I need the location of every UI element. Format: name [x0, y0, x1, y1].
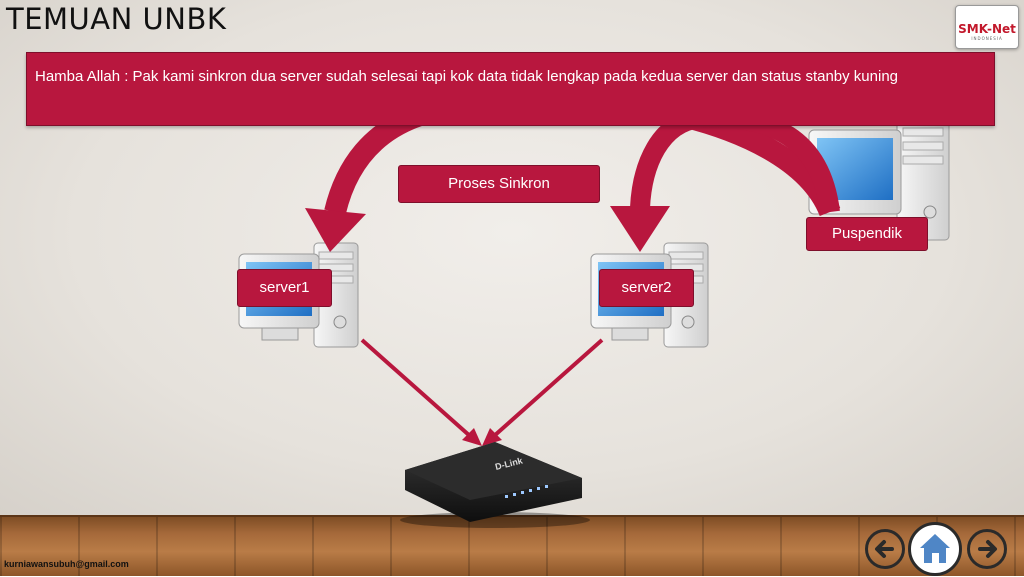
logo-sub-text: INDONESIA — [971, 36, 1003, 41]
prev-slide-button[interactable] — [865, 529, 905, 569]
floor-background — [0, 515, 1024, 576]
arrow-left-icon — [875, 540, 894, 558]
arrow-right-icon — [978, 540, 997, 558]
server2-label: server2 — [599, 269, 694, 307]
server1-label: server1 — [237, 269, 332, 307]
message-banner: Hamba Allah : Pak kami sinkron dua serve… — [26, 52, 995, 126]
server2-to-switch-arrow — [482, 338, 604, 446]
network-switch-icon: D-Link — [400, 442, 590, 528]
server1-to-switch-arrow — [360, 338, 482, 446]
home-icon — [920, 534, 950, 563]
home-button[interactable] — [908, 522, 962, 576]
puspendik-label: Puspendik — [806, 217, 928, 251]
smk-net-logo: SMK-Net INDONESIA — [955, 5, 1019, 49]
next-slide-button[interactable] — [967, 529, 1007, 569]
floor-edge — [0, 515, 1024, 517]
logo-main-text: SMK-Net — [958, 22, 1016, 36]
slide-title: TEMUAN UNBK — [6, 2, 227, 36]
sync-process-label: Proses Sinkron — [398, 165, 600, 203]
author-email: kurniawansubuh@gmail.com — [4, 559, 129, 569]
